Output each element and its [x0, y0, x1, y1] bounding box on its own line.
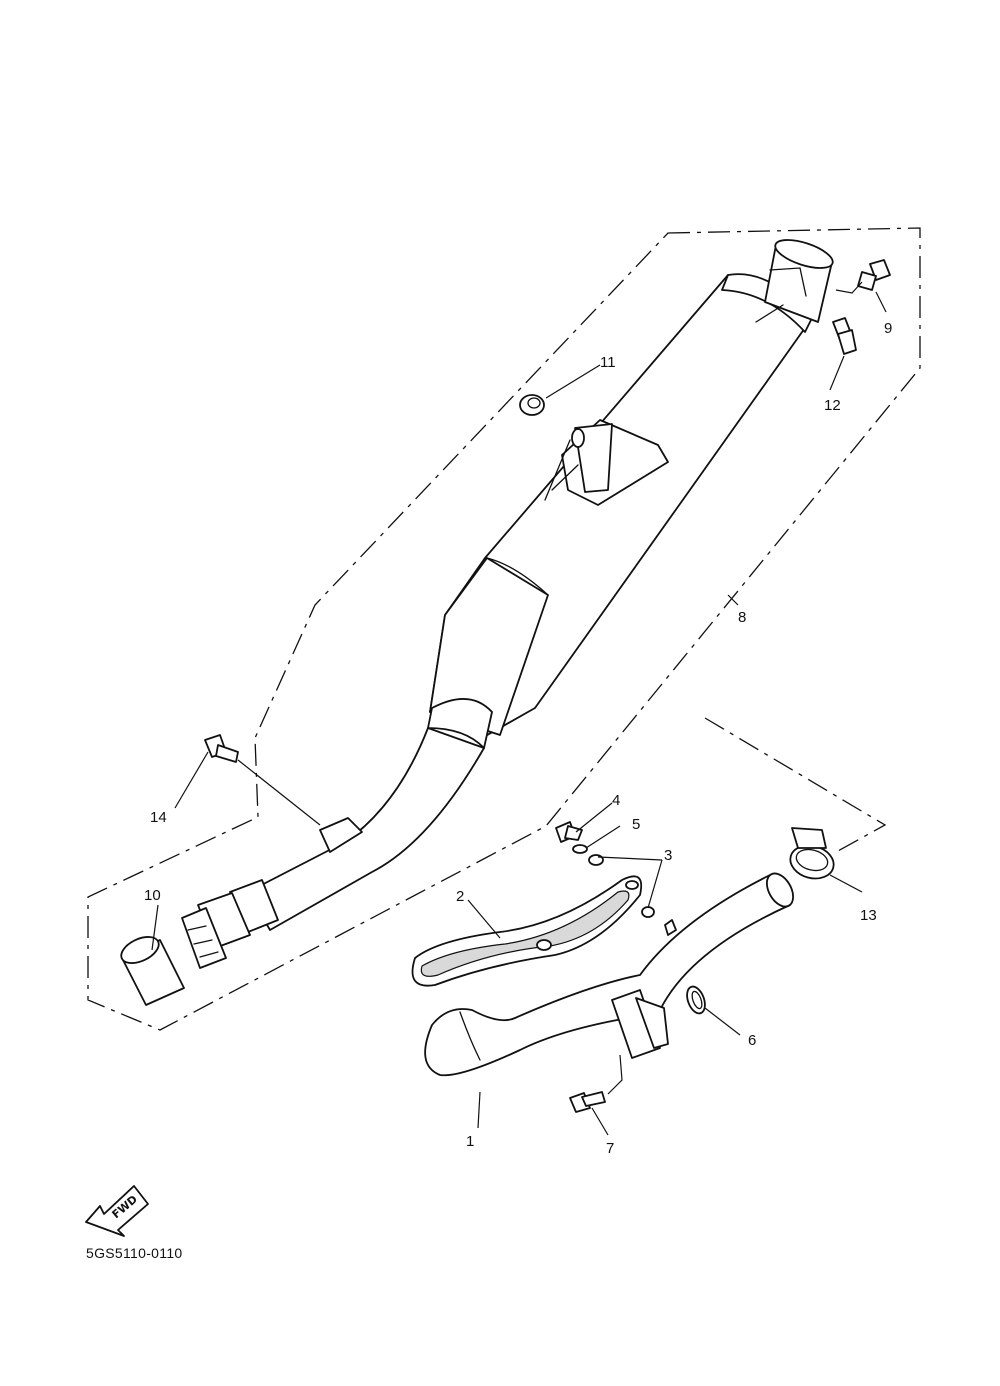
callout-8: 8	[738, 609, 746, 626]
clamp-13	[789, 827, 835, 880]
callout-1: 1	[466, 1133, 474, 1150]
muffler	[181, 239, 834, 969]
forward-direction-icon: FWD	[85, 1185, 149, 1237]
callout-3: 3	[664, 847, 672, 864]
gasket-6	[686, 985, 706, 1015]
diagram-code: 5GS5110-0110	[86, 1245, 183, 1261]
callout-7: 7	[606, 1140, 614, 1157]
callout-5: 5	[632, 816, 640, 833]
callout-12: 12	[824, 397, 841, 414]
callout-10: 10	[144, 887, 161, 904]
callout-14: 14	[150, 809, 167, 826]
header-assembly-outline	[704, 717, 887, 853]
washer-5	[572, 844, 588, 854]
exhaust-pipe-1	[424, 872, 795, 1077]
bolt-9	[857, 259, 891, 291]
callout-13: 13	[860, 907, 877, 924]
callout-2: 2	[456, 888, 464, 905]
callout-labels: 1 2 3 4 5 6 7 8 9 10 11 12 13 14	[144, 320, 892, 1157]
callout-9: 9	[884, 320, 892, 337]
protector-2	[411, 875, 643, 987]
screw-12	[832, 317, 857, 355]
bolt-14	[204, 734, 239, 763]
gasket-10	[120, 936, 185, 1006]
muffler-assembly-outline	[87, 227, 921, 1031]
leader-lines	[151, 281, 887, 1136]
damper-11	[519, 394, 545, 416]
callout-11: 11	[600, 354, 616, 371]
callout-6: 6	[748, 1032, 756, 1049]
callout-4: 4	[612, 792, 620, 809]
bolt-4	[555, 821, 583, 843]
bolt-7	[569, 1091, 606, 1113]
